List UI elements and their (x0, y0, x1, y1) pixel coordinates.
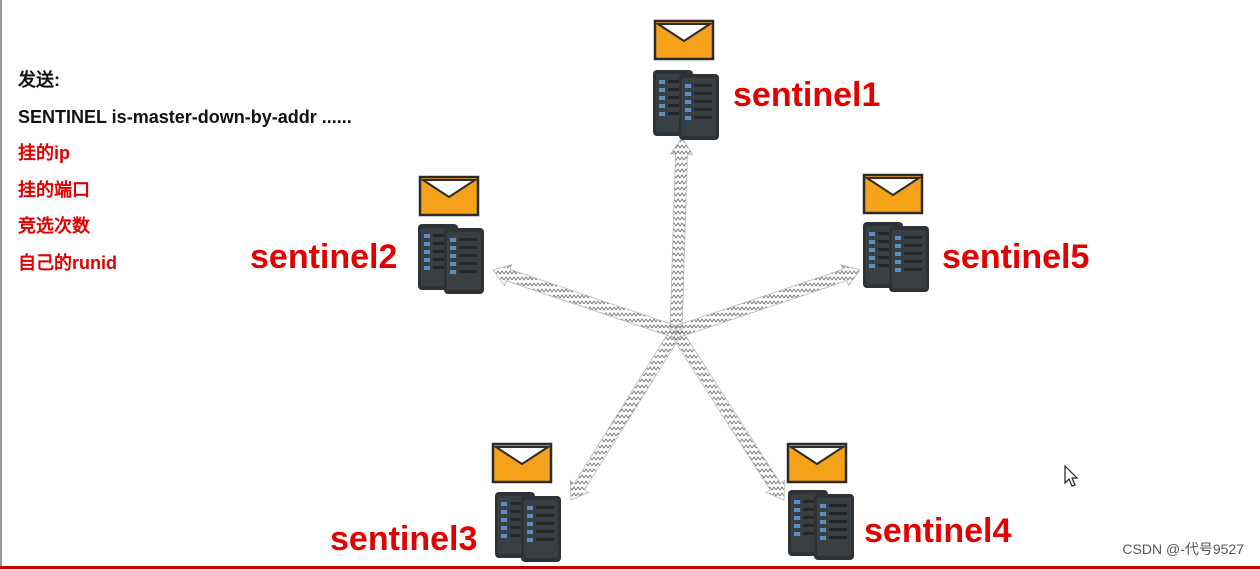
arrow-to-sentinel4 (670, 328, 786, 501)
sentinel5-node (862, 173, 929, 292)
message-arrows (492, 137, 861, 501)
sentinel5-label: sentinel5 (942, 238, 1090, 276)
sentinel4-label: sentinel4 (864, 512, 1012, 550)
sentinel2-node (418, 175, 484, 294)
mouse-cursor-icon (1064, 465, 1079, 487)
param-master-ip: 挂的ip (18, 143, 70, 163)
sentinel1-label: sentinel1 (733, 76, 881, 114)
arrow-to-sentinel2 (492, 264, 679, 339)
envelope-icon (786, 442, 848, 484)
param-election-epoch: 竞选次数 (18, 216, 90, 236)
message-info-panel: 发送: SENTINEL is-master-down-by-addr ....… (18, 62, 352, 281)
arrow-to-sentinel1 (669, 137, 694, 333)
arrow-to-sentinel5 (673, 264, 861, 339)
server-icon (863, 222, 929, 292)
sentinel3-node (491, 442, 561, 562)
command-text: SENTINEL is-master-down-by-addr ...... (18, 106, 352, 127)
send-heading: 发送: (18, 70, 60, 90)
server-icon (495, 492, 561, 562)
sentinel2-label: sentinel2 (250, 238, 398, 276)
envelope-icon (653, 19, 715, 61)
sentinel3-label: sentinel3 (330, 520, 478, 558)
envelope-icon (418, 175, 480, 217)
arrow-to-sentinel3 (569, 328, 682, 501)
envelope-icon (491, 442, 553, 484)
bottom-border (0, 566, 1260, 569)
left-border (0, 0, 2, 569)
server-icon (418, 224, 484, 294)
server-icon (653, 70, 719, 140)
param-master-port: 挂的端口 (18, 179, 90, 200)
param-runid: 自己的runid (18, 252, 117, 273)
sentinel4-node (786, 442, 854, 560)
watermark: CSDN @-代号9527 (1122, 541, 1244, 557)
envelope-icon (862, 173, 924, 215)
server-icon (788, 490, 854, 560)
sentinel1-node (653, 19, 719, 140)
